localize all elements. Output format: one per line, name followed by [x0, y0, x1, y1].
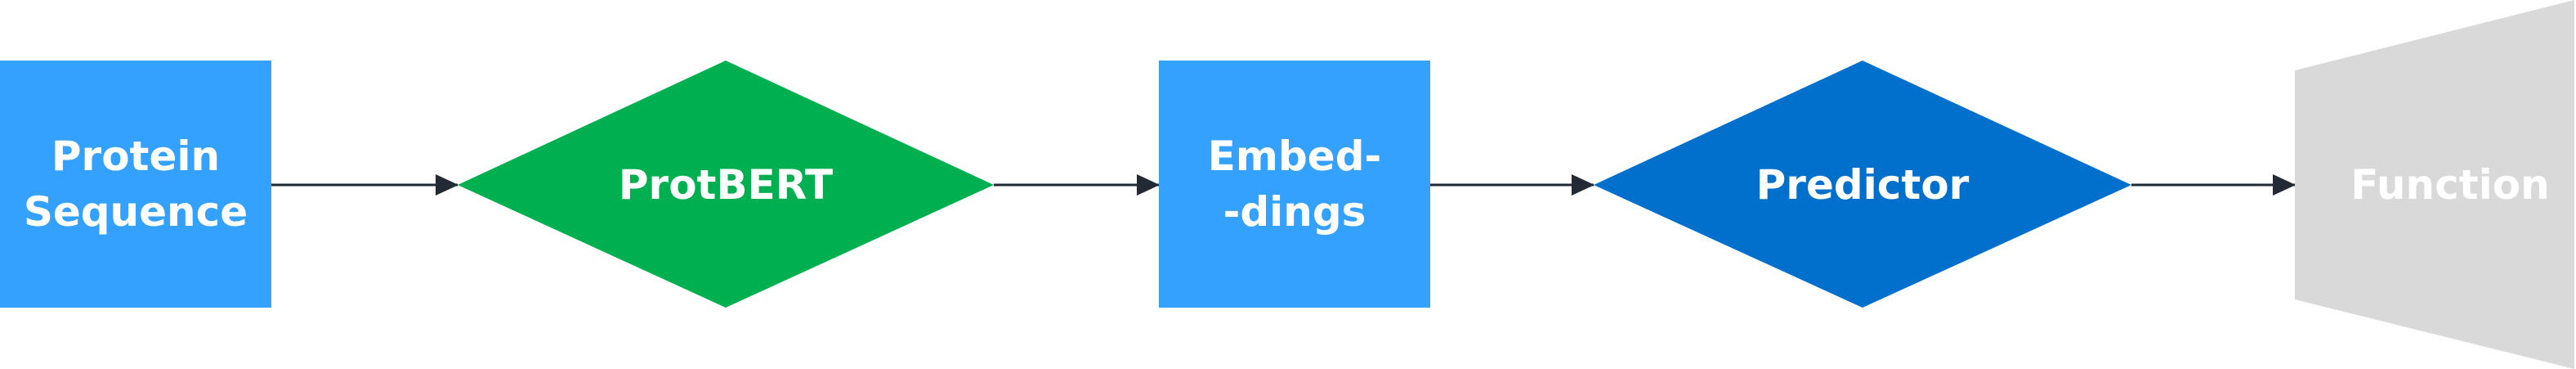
node-protbert: ProtBERT: [458, 61, 994, 308]
node-predictor: Predictor: [1594, 61, 2131, 308]
node-embeddings-label-line1: Embed-: [1208, 133, 1382, 180]
node-predictor-label: Predictor: [1756, 161, 1970, 209]
node-protbert-shape: [458, 61, 994, 308]
node-function: Function: [2295, 0, 2574, 369]
node-predictor-shape: [1594, 61, 2131, 308]
node-embeddings: Embed- -dings: [1159, 61, 1430, 308]
node-embeddings-label-line2: -dings: [1223, 188, 1366, 236]
node-function-shape: [2295, 0, 2574, 369]
node-function-label: Function: [2350, 161, 2549, 209]
node-protein-sequence-label-line1: Protein: [51, 133, 220, 180]
node-embeddings-shape: [1159, 61, 1430, 308]
node-protein-sequence: Protein Sequence: [0, 61, 271, 308]
node-protein-sequence-label-line2: Sequence: [24, 188, 248, 236]
node-protbert-label: ProtBERT: [619, 161, 833, 209]
node-protein-sequence-shape: [0, 61, 271, 308]
